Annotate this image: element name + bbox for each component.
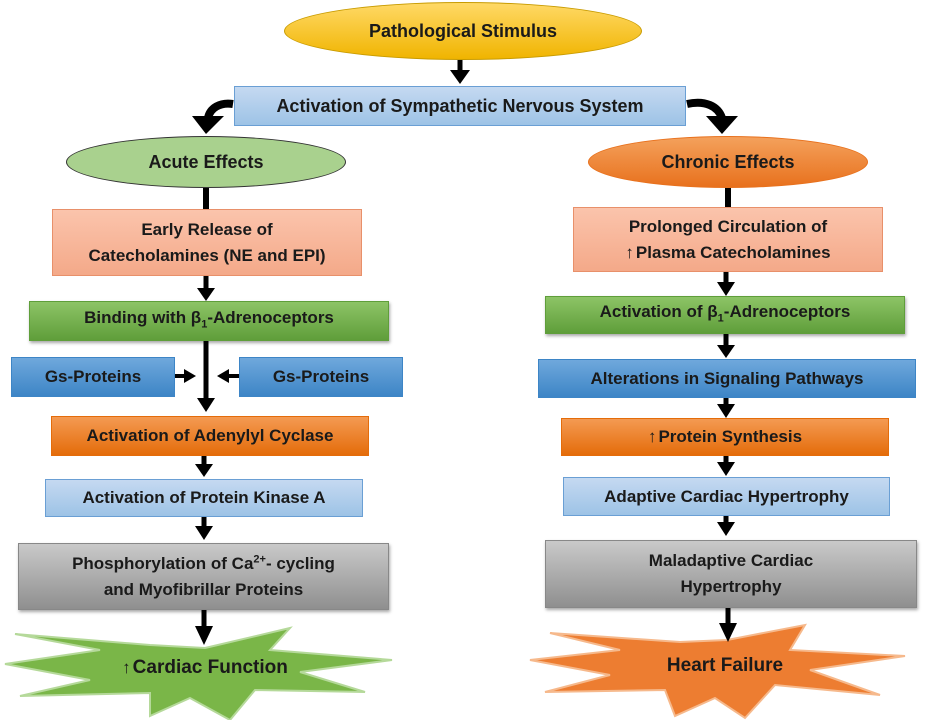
- maladaptive-hypertrophy-line1: Maladaptive Cardiac: [648, 551, 814, 570]
- arrow-gs-left: [175, 369, 196, 383]
- arrow-pka-to-phospho: [195, 517, 213, 540]
- acute-effects-node: Acute Effects: [66, 136, 346, 188]
- adaptive-hypertrophy-node: Adaptive Cardiac Hypertrophy: [563, 477, 890, 516]
- activation-beta1-label: Activation of β1-Adrenoceptors: [599, 301, 851, 325]
- arrow-phospho-to-outcome: [195, 610, 213, 645]
- protein-kinase-a-node: Activation of Protein Kinase A: [45, 479, 363, 517]
- curved-arrow-right-icon: [686, 98, 738, 134]
- up-arrow-icon: ↑: [647, 427, 657, 446]
- binding-beta1-node: Binding with β1-Adrenoceptors: [29, 301, 389, 341]
- arrow-adenylyl-to-pka: [195, 456, 213, 477]
- gs-proteins-right-node: Gs-Proteins: [239, 357, 403, 397]
- chronic-effects-node: Chronic Effects: [588, 136, 868, 188]
- signaling-pathways-label: Alterations in Signaling Pathways: [590, 368, 864, 388]
- maladaptive-hypertrophy-node: Maladaptive Cardiac Hypertrophy: [545, 540, 917, 608]
- signaling-pathways-node: Alterations in Signaling Pathways: [538, 359, 916, 398]
- phosphorylation-line1: Phosphorylation of Ca2+- cycling: [72, 552, 335, 573]
- heart-failure-label: Heart Failure: [666, 655, 784, 676]
- protein-kinase-a-label: Activation of Protein Kinase A: [82, 488, 326, 507]
- sns-activation-label: Activation of Sympathetic Nervous System: [276, 96, 644, 116]
- sns-activation-node: Activation of Sympathetic Nervous System: [234, 86, 686, 126]
- phosphorylation-line2: and Myofibrillar Proteins: [103, 579, 304, 599]
- up-arrow-icon: ↑: [122, 658, 131, 677]
- arrow-release-to-binding: [197, 276, 215, 301]
- arrow-signaling-to-protein: [717, 398, 735, 418]
- arrow-binding-to-adenylyl: [197, 341, 215, 412]
- heart-failure-burst: [529, 623, 906, 720]
- early-release-node: Early Release of Catecholamines (NE and …: [52, 209, 362, 276]
- binding-beta1-label: Binding with β1-Adrenoceptors: [84, 307, 334, 331]
- up-arrow-icon: ↑: [625, 242, 634, 262]
- acute-effects-label: Acute Effects: [148, 152, 264, 172]
- gs-proteins-left-label: Gs-Proteins: [44, 367, 142, 386]
- protein-synthesis-label: ↑Protein Synthesis: [647, 427, 803, 446]
- phosphorylation-node: Phosphorylation of Ca2+- cycling and Myo…: [18, 543, 389, 610]
- arrow-adaptive-to-maladaptive: [717, 516, 735, 536]
- early-release-line1: Early Release of: [141, 219, 273, 239]
- prolonged-circulation-node: Prolonged Circulation of ↑Plasma Catecho…: [573, 207, 883, 272]
- gs-proteins-left-node: Gs-Proteins: [11, 357, 175, 397]
- chronic-effects-label: Chronic Effects: [661, 152, 795, 172]
- arrow-stimulus-to-sns: [450, 60, 470, 84]
- arrow-maladaptive-to-outcome: [719, 608, 737, 642]
- gs-proteins-right-label: Gs-Proteins: [272, 367, 370, 386]
- arrow-gs-right: [217, 369, 240, 383]
- adaptive-hypertrophy-label: Adaptive Cardiac Hypertrophy: [604, 486, 849, 506]
- arrow-protein-to-adaptive: [717, 456, 735, 476]
- curved-arrow-left-icon: [192, 99, 234, 134]
- arrow-activation-to-signaling: [717, 334, 735, 358]
- cardiac-function-label: ↑Cardiac Function: [122, 657, 288, 678]
- maladaptive-hypertrophy-line2: Hypertrophy: [680, 577, 782, 596]
- cardiac-function-burst: [4, 626, 393, 720]
- adenylyl-cyclase-label: Activation of Adenylyl Cyclase: [86, 426, 334, 445]
- prolonged-circulation-line1: Prolonged Circulation of: [628, 216, 828, 236]
- pathological-stimulus-label: Pathological Stimulus: [368, 21, 558, 41]
- pathological-stimulus-node: Pathological Stimulus: [284, 2, 642, 60]
- adenylyl-cyclase-node: Activation of Adenylyl Cyclase: [51, 416, 369, 456]
- activation-beta1-node: Activation of β1-Adrenoceptors: [545, 296, 905, 334]
- arrow-circ-to-activation: [717, 272, 735, 296]
- protein-synthesis-node: ↑Protein Synthesis: [561, 418, 889, 456]
- prolonged-circulation-line2: ↑Plasma Catecholamines: [625, 242, 831, 262]
- early-release-line2: Catecholamines (NE and EPI): [88, 245, 326, 265]
